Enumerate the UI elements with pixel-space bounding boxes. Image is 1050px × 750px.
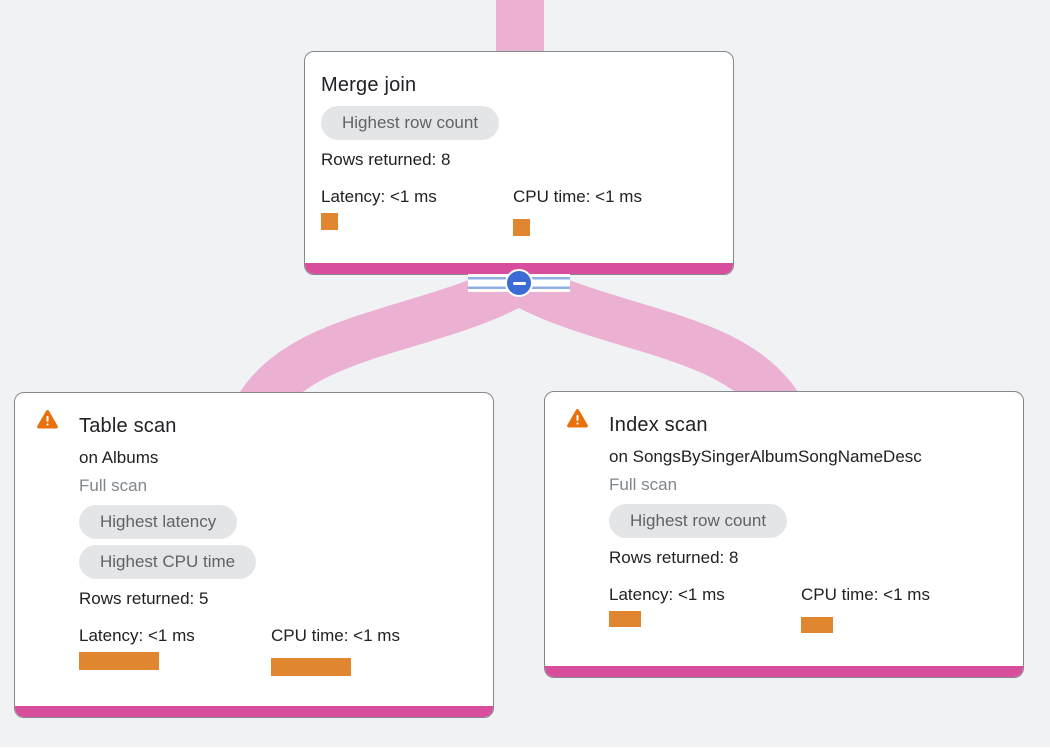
- latency-label: Latency: <1 ms: [609, 585, 725, 604]
- cpu-time-bar: [801, 617, 833, 633]
- node-title: Table scan: [79, 415, 177, 437]
- collapse-handle: [468, 269, 570, 297]
- rows-returned-text: Rows returned: 8: [609, 548, 739, 567]
- edge-to-index-scan: [507, 261, 803, 423]
- cpu-time-metric: CPU time: <1 ms: [271, 624, 463, 676]
- latency-metric: Latency: <1 ms: [609, 583, 801, 633]
- node-title: Merge join: [321, 74, 417, 96]
- insight-badge: Highest row count: [609, 504, 788, 538]
- viewport-edge: [0, 747, 1050, 750]
- latency-bar: [79, 652, 159, 670]
- latency-bar: [321, 213, 338, 230]
- plan-node-table-scan[interactable]: Table scan on Albums Full scan Highest l…: [14, 392, 494, 718]
- cpu-time-metric: CPU time: <1 ms: [513, 185, 705, 236]
- warning-icon: [567, 408, 588, 428]
- cpu-time-label: CPU time: <1 ms: [801, 585, 930, 604]
- insight-badge: Highest latency: [79, 505, 238, 539]
- node-accent-bar: [545, 666, 1023, 677]
- scan-target: on Albums: [79, 448, 159, 467]
- latency-metric: Latency: <1 ms: [321, 185, 513, 236]
- rows-returned-text: Rows returned: 8: [321, 150, 451, 169]
- plan-node-merge-join[interactable]: Merge join Highest row count Rows return…: [304, 51, 734, 275]
- cpu-time-bar: [513, 219, 530, 236]
- edge-to-table-scan: [235, 261, 531, 423]
- insight-badge: Highest row count: [321, 106, 500, 140]
- cpu-time-label: CPU time: <1 ms: [271, 626, 400, 645]
- scan-target: on SongsBySingerAlbumSongNameDesc: [609, 447, 922, 466]
- node-accent-bar: [305, 263, 733, 274]
- plan-node-index-scan[interactable]: Index scan on SongsBySingerAlbumSongName…: [544, 391, 1024, 678]
- node-accent-bar: [15, 706, 493, 717]
- latency-bar: [609, 611, 641, 627]
- scan-type: Full scan: [79, 476, 148, 495]
- rows-returned-text: Rows returned: 5: [79, 589, 209, 608]
- collapse-children-button[interactable]: [505, 269, 533, 297]
- cpu-time-metric: CPU time: <1 ms: [801, 583, 993, 633]
- scan-type: Full scan: [609, 475, 678, 494]
- insight-badge: Highest CPU time: [79, 545, 257, 579]
- minus-icon: [512, 281, 526, 285]
- edge-from-parent: [496, 0, 544, 58]
- latency-label: Latency: <1 ms: [79, 626, 195, 645]
- cpu-time-bar: [271, 658, 351, 676]
- latency-metric: Latency: <1 ms: [79, 624, 271, 676]
- warning-icon: [37, 409, 58, 429]
- cpu-time-label: CPU time: <1 ms: [513, 187, 642, 206]
- node-title: Index scan: [609, 414, 708, 436]
- latency-label: Latency: <1 ms: [321, 187, 437, 206]
